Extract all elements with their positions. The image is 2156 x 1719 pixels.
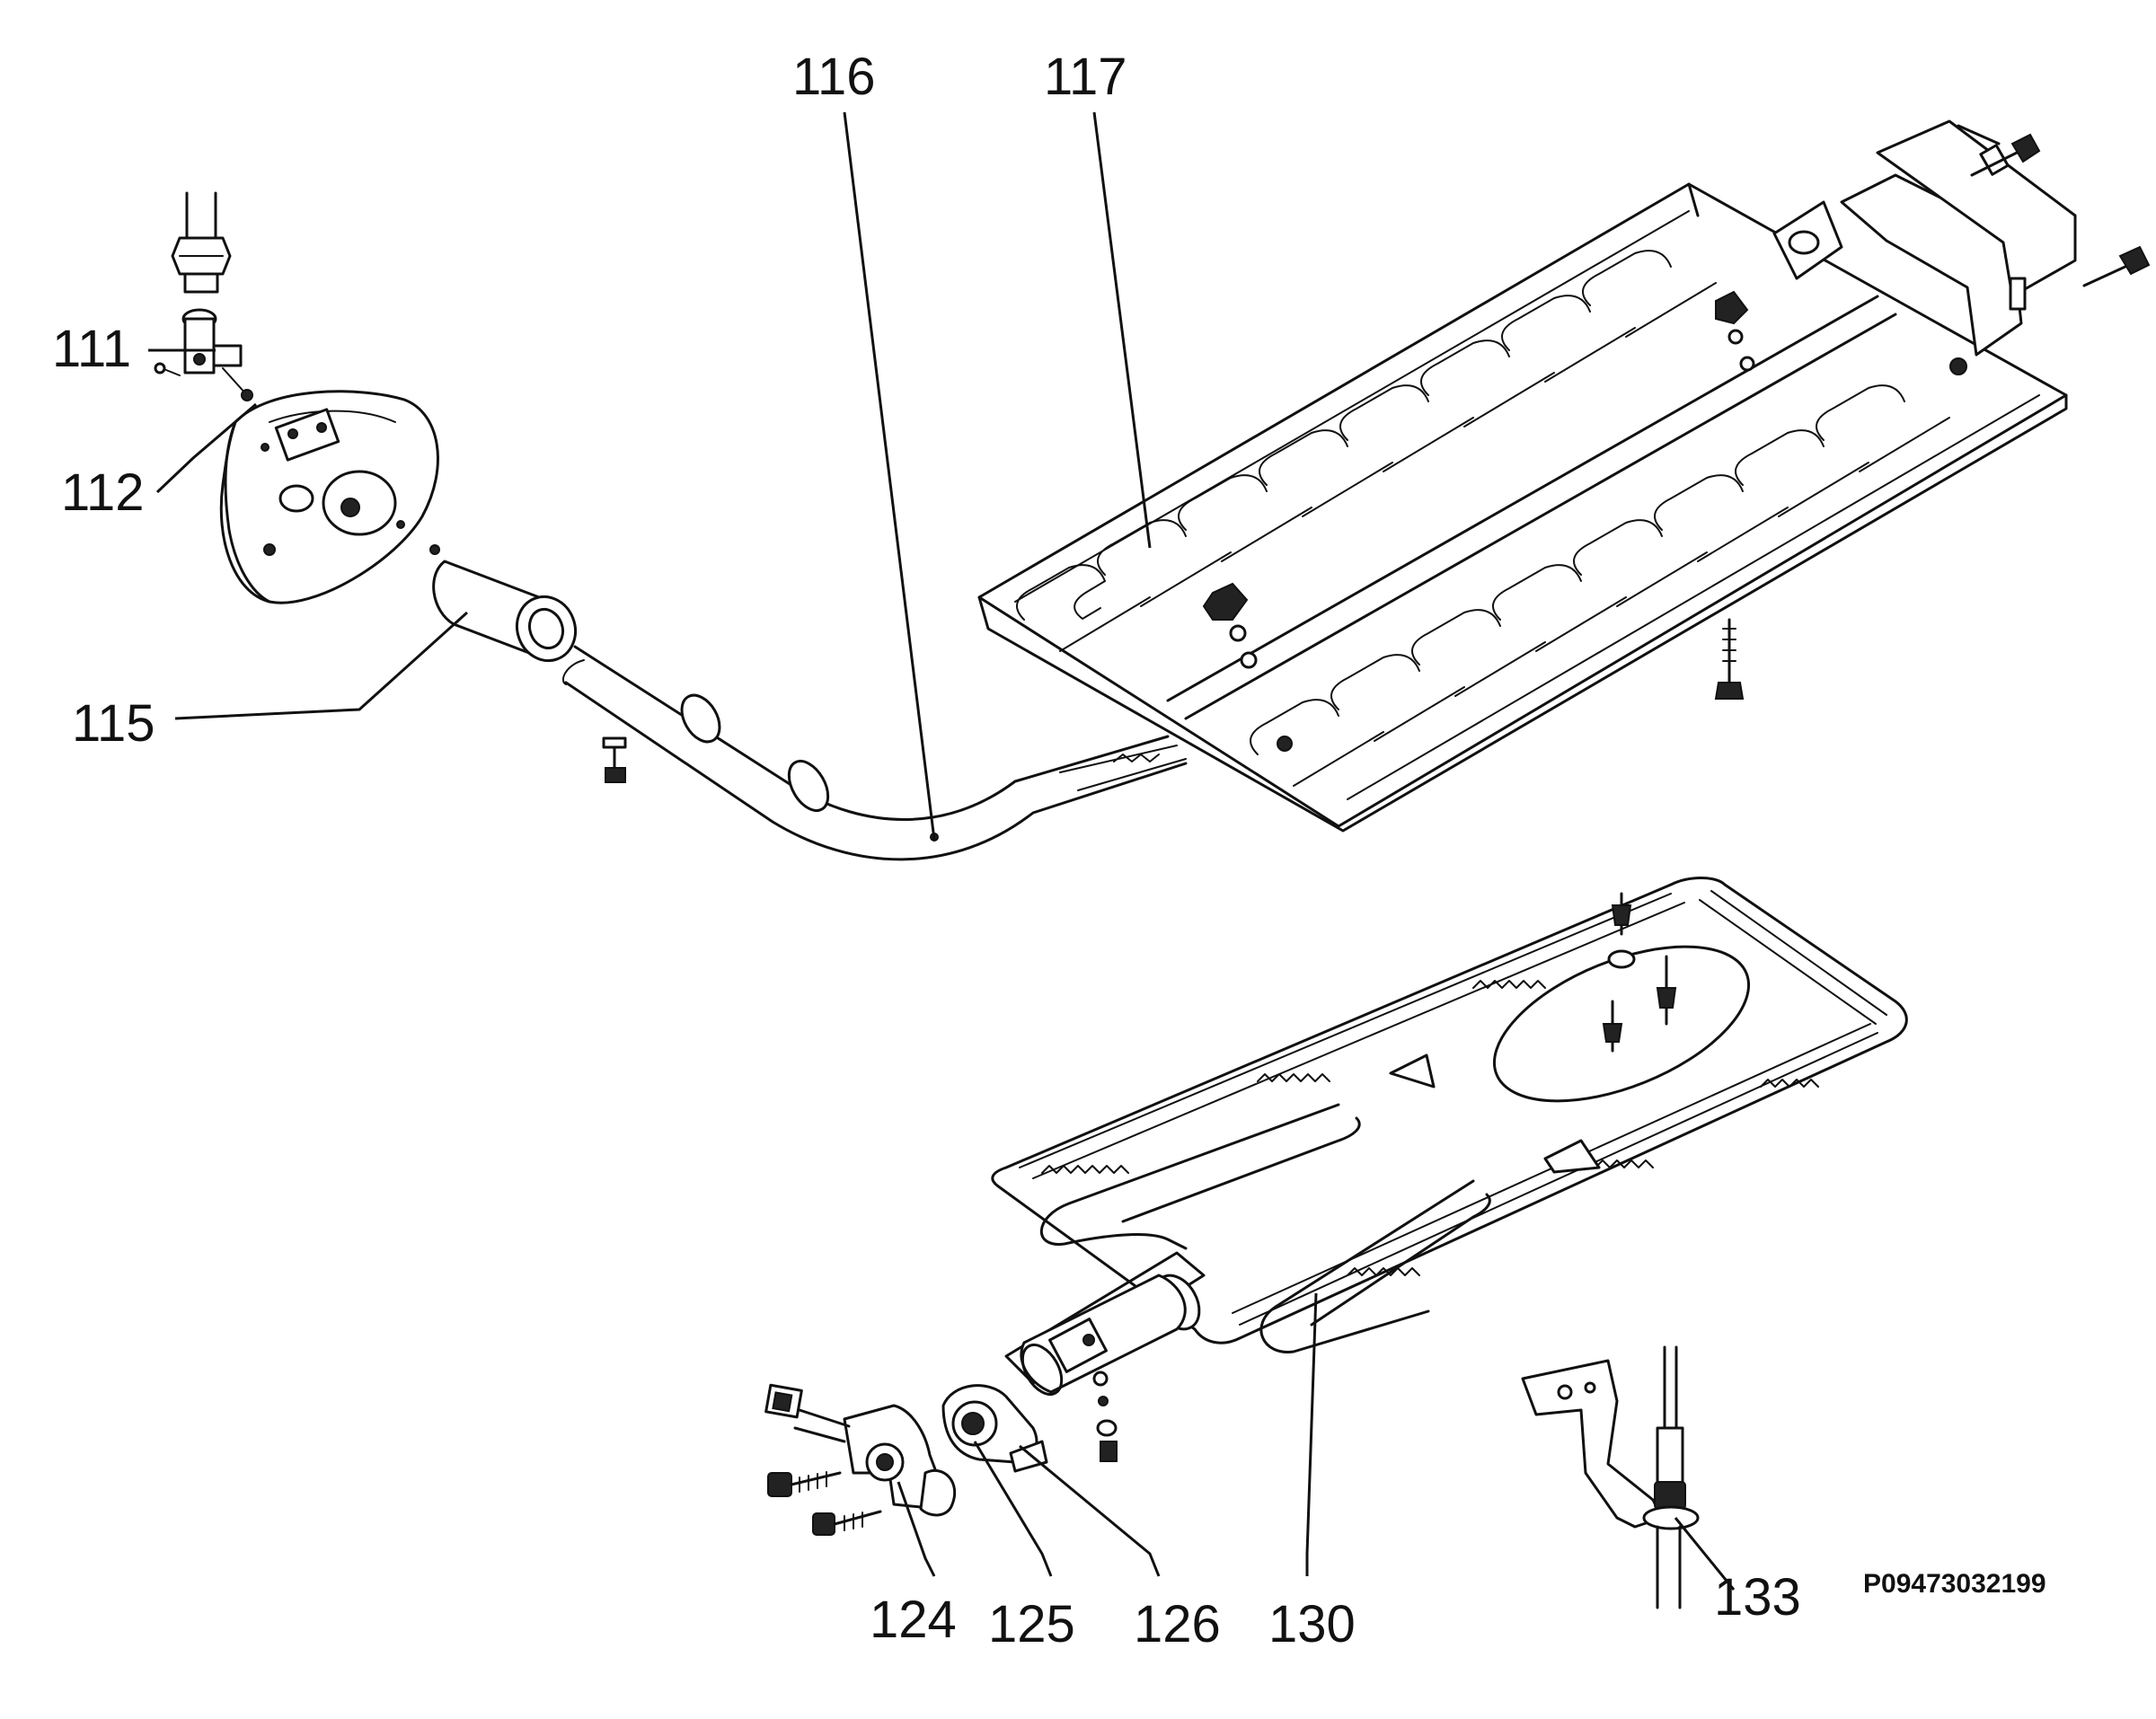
callout-label-111: 111 (52, 320, 131, 378)
callout-label-126: 126 (1134, 1595, 1221, 1653)
air-shutter-sleeve (429, 544, 577, 663)
callout-label-112: 112 (61, 463, 144, 522)
lower-burner-tube (1004, 1251, 1206, 1462)
burner-head (219, 390, 439, 604)
gas-fitting (154, 191, 253, 401)
leader-lines (148, 111, 1736, 1591)
callout-label-125: 125 (988, 1595, 1075, 1653)
valve-assembly (764, 1383, 1048, 1536)
callout-label-115: 115 (72, 694, 155, 753)
grill-tray (977, 119, 2151, 833)
callout-label-116: 116 (792, 48, 875, 106)
callout-label-117: 117 (1044, 48, 1127, 106)
callout-label-130: 130 (1268, 1595, 1356, 1653)
callout-label-133: 133 (1714, 1568, 1801, 1626)
burner-tube (561, 645, 1188, 861)
callout-label-124: 124 (870, 1591, 957, 1649)
part-code: P09473032199 (1863, 1569, 2046, 1599)
burner-plate (991, 877, 1908, 1353)
electrode-bracket (1521, 1345, 1700, 1609)
